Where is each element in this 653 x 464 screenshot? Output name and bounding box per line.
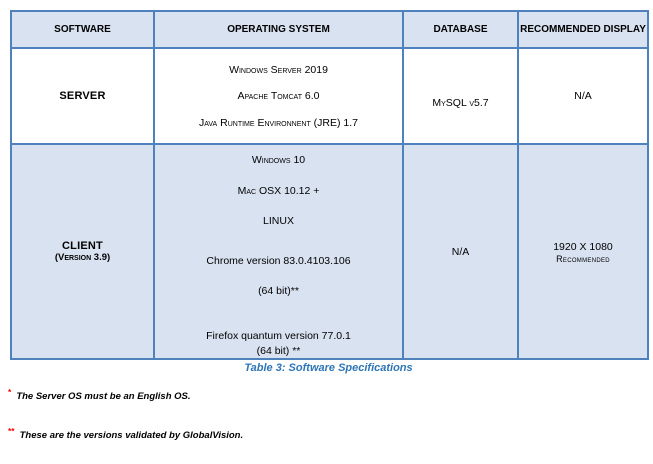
client-bitness-line: (64 bit) ** <box>256 344 301 357</box>
client-bitness-line: (64 bit)** <box>258 284 299 297</box>
client-database-cell: N/A <box>402 143 519 360</box>
footnote-server-os: * The Server OS must be an English OS. <box>8 386 628 403</box>
server-os-cell: Windows Server 2019 Apache Tomcat 6.0 Ja… <box>153 47 404 145</box>
client-os-line: Windows 10 <box>251 153 306 166</box>
server-label: SERVER <box>59 90 106 102</box>
table-row-server: SERVER Windows Server 2019 Apache Tomcat… <box>10 47 649 145</box>
client-database-value: N/A <box>451 245 470 258</box>
client-os-line: LINUX <box>263 214 294 227</box>
header-cell-software: SOFTWARE <box>10 10 155 49</box>
footnote-text: These are the versions validated by Glob… <box>19 430 244 442</box>
client-browser-line: Chrome version 83.0.4103.106 <box>206 254 351 267</box>
client-os-line: Mac OSX 10.12 + <box>237 184 320 197</box>
table-caption: Table 3: Software Specifications <box>244 362 413 374</box>
header-cell-operating-system: OPERATING SYSTEM <box>153 10 404 49</box>
client-label: CLIENT <box>62 240 103 252</box>
footnote-asterisk: * <box>8 387 12 397</box>
client-display-resolution: 1920 X 1080 <box>553 240 613 253</box>
client-browser-line: Firefox quantum version 77.0.1 <box>206 329 351 342</box>
client-software-cell: CLIENT (Version 3.9) <box>10 143 155 360</box>
footnote-double-asterisk: ** <box>8 426 15 437</box>
table-row-client: CLIENT (Version 3.9) Windows 10 Mac OSX … <box>10 143 649 360</box>
server-database-value: MySQL v5.7 <box>432 97 489 109</box>
table-header-row: SOFTWARE OPERATING SYSTEM DATABASE RECOM… <box>10 10 649 49</box>
footnotes-section: * The Server OS must be an English OS. **… <box>8 386 628 464</box>
server-database-cell: MySQL v5.7 <box>402 47 519 145</box>
footnote-validated-versions: ** These are the versions validated by Gl… <box>8 425 628 442</box>
server-display-value: N/A <box>574 90 592 102</box>
software-specifications-table: SOFTWARE OPERATING SYSTEM DATABASE RECOM… <box>10 10 649 360</box>
client-version-label: (Version 3.9) <box>54 252 111 263</box>
footnote-text: The Server OS must be an English OS. <box>16 391 191 403</box>
server-os-line: Java Runtime Environnent (JRE) 1.7 <box>198 116 358 129</box>
header-cell-recommended-display: RECOMMENDED DISPLAY <box>517 10 649 49</box>
client-display-cell: 1920 X 1080 Recommended <box>517 143 649 360</box>
client-os-cell: Windows 10 Mac OSX 10.12 + LINUX Chrome … <box>153 143 404 360</box>
server-display-cell: N/A <box>517 47 649 145</box>
server-os-line: Windows Server 2019 <box>229 63 328 76</box>
server-os-line: Apache Tomcat 6.0 <box>237 90 320 102</box>
software-specifications-document: SOFTWARE OPERATING SYSTEM DATABASE RECOM… <box>10 10 649 374</box>
server-software-cell: SERVER <box>10 47 155 145</box>
header-cell-database: DATABASE <box>402 10 519 49</box>
client-display-recommended-label: Recommended <box>556 253 610 264</box>
